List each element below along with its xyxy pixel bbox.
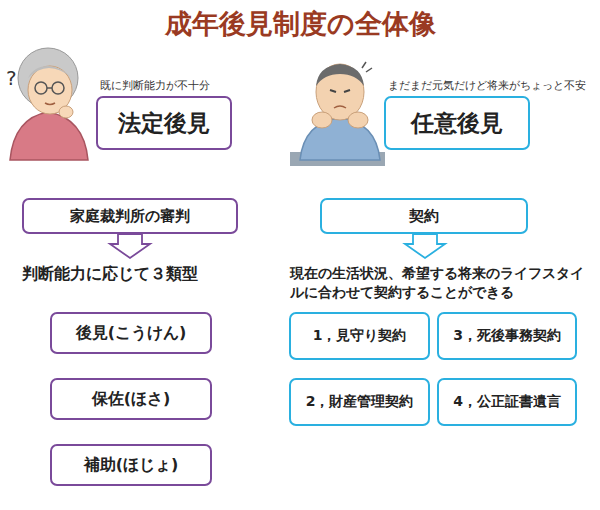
- contract-box: 4，公正証書遺言: [437, 378, 577, 426]
- elderly-woman: [10, 48, 88, 160]
- box-label: 保佐(ほさ): [92, 389, 171, 410]
- contract-box: 3，死後事務契約: [437, 312, 577, 360]
- box-label: 家庭裁判所の審判: [70, 207, 190, 226]
- note-label: ?: [6, 66, 17, 90]
- box-label: 2，財産管理契約: [306, 393, 414, 411]
- note-label: 判断能力に応じて３類型: [22, 264, 198, 285]
- contract-box: 1，見守り契約: [289, 312, 430, 360]
- box-label: 契約: [409, 207, 439, 226]
- box-label: 3，死後事務契約: [453, 327, 561, 345]
- down-arrow: [405, 234, 445, 258]
- note-label: 現在の生活状況、希望する将来のライフスタイルに合わせて契約することができる: [290, 264, 590, 302]
- note-text: 既に判断能力が不十分: [100, 78, 210, 93]
- type-box: 保佐(ほさ): [50, 378, 212, 420]
- box-label: 補助(ほじょ): [84, 455, 179, 476]
- down-arrow: [110, 234, 150, 258]
- process-band: 契約: [320, 198, 528, 234]
- process-band: 家庭裁判所の審判: [22, 198, 238, 234]
- category-box: まだまだ元気だけど将来がちょっと不安任意後見: [384, 96, 530, 150]
- box-label: 後見(こうけん): [76, 323, 187, 344]
- diagram-title: 成年後見制度の全体像: [0, 6, 600, 42]
- type-box: 後見(こうけん): [50, 312, 212, 354]
- box-label: 任意後見: [411, 108, 503, 139]
- note-text: まだまだ元気だけど将来がちょっと不安: [388, 78, 586, 93]
- box-label: 法定後見: [118, 108, 210, 139]
- box-label: 1，見守り契約: [313, 327, 407, 345]
- type-box: 補助(ほじょ): [50, 444, 212, 486]
- worried-man: [290, 62, 385, 166]
- box-label: 4，公正証書遺言: [453, 393, 561, 411]
- category-box: 既に判断能力が不十分法定後見: [96, 96, 232, 150]
- contract-box: 2，財産管理契約: [289, 378, 430, 426]
